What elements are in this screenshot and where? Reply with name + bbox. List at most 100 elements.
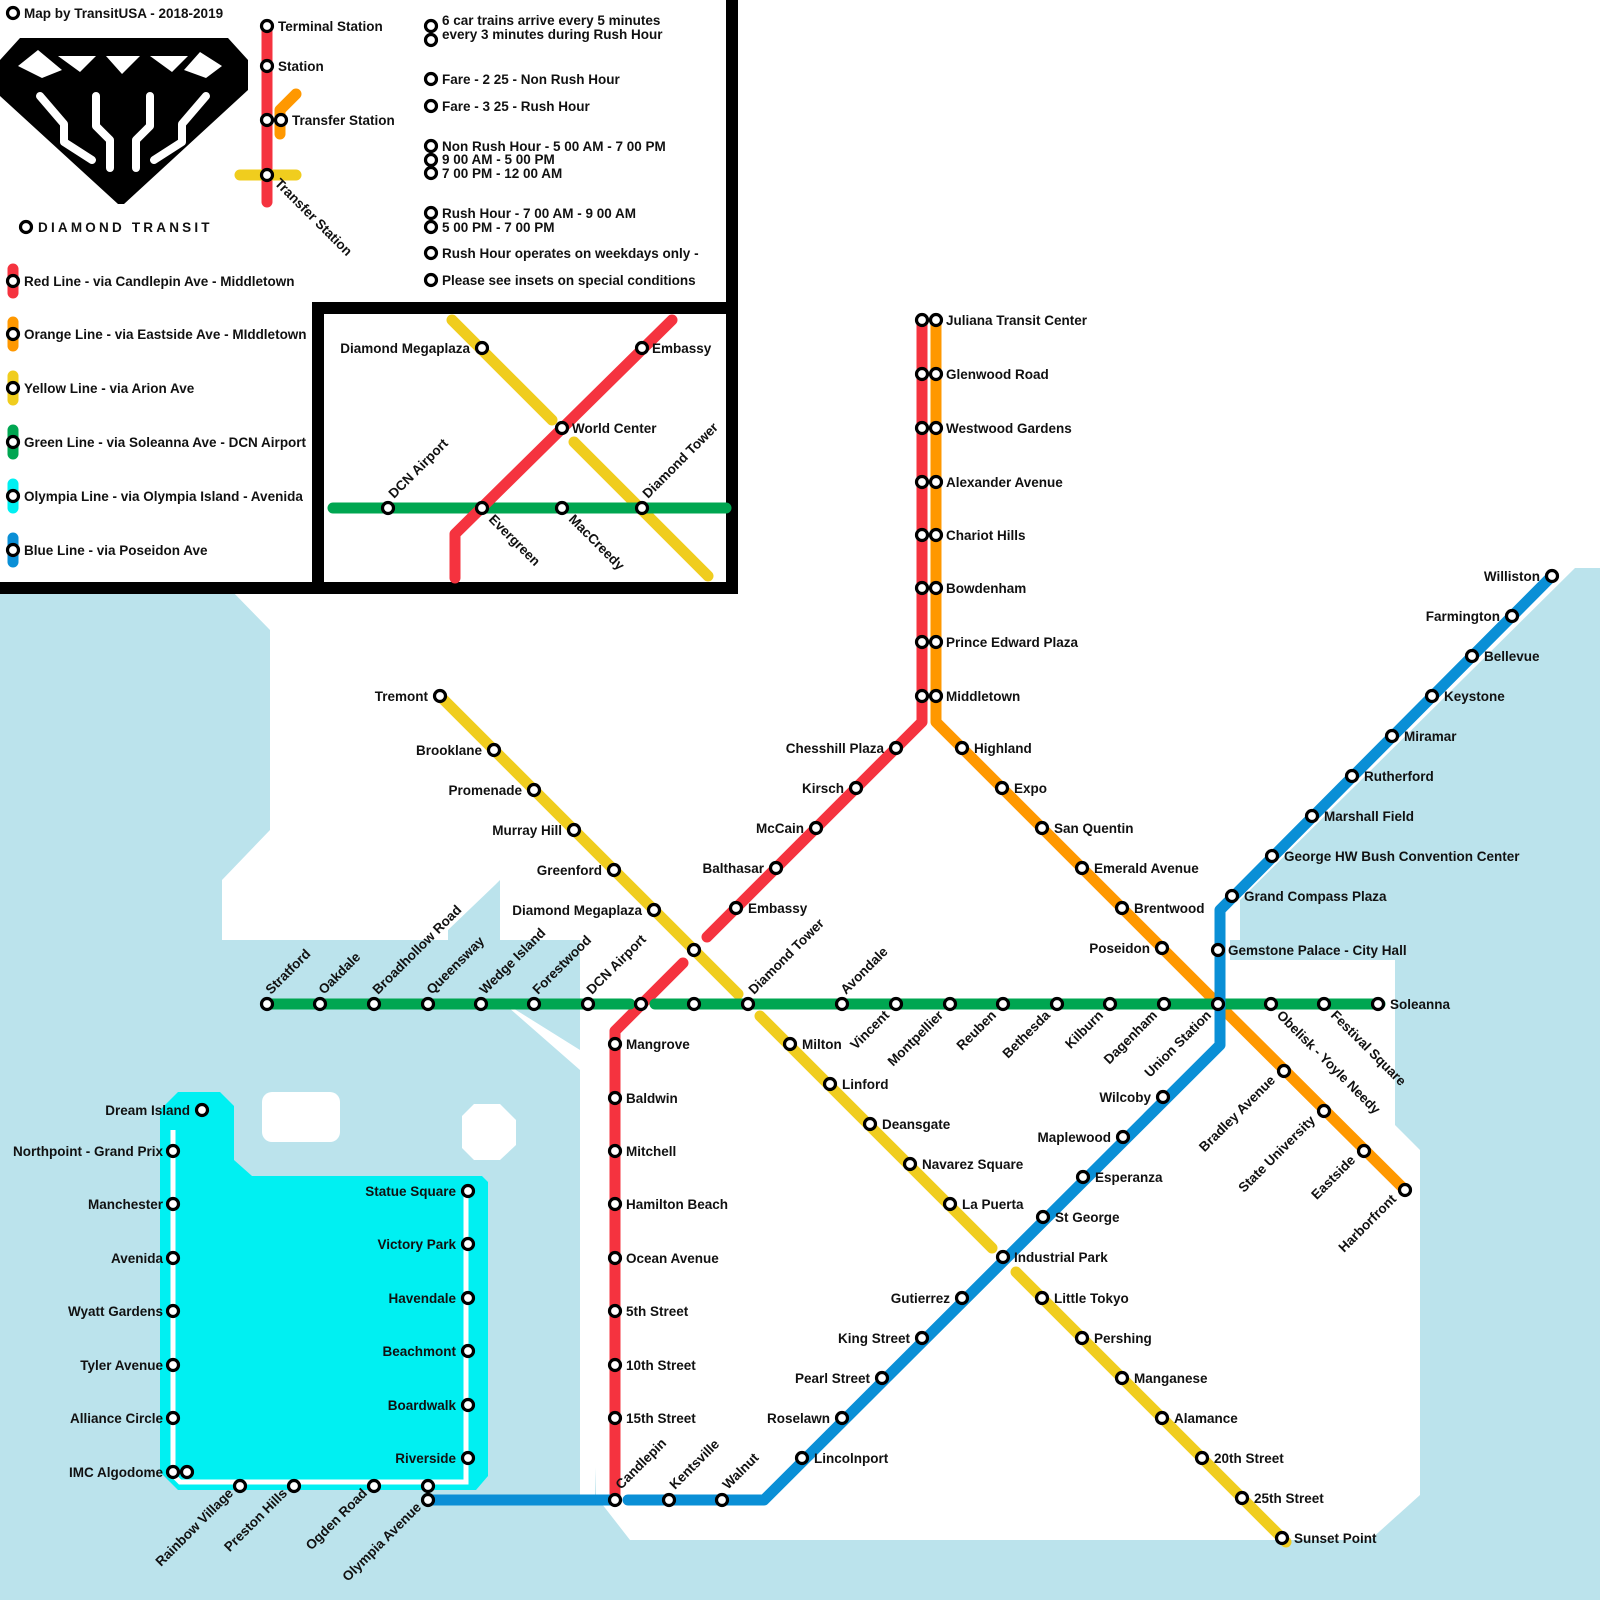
station[interactable] (580, 996, 596, 1012)
station[interactable] (165, 1464, 181, 1480)
station-transfer[interactable] (607, 1492, 623, 1508)
station-orange[interactable] (928, 366, 944, 382)
station[interactable] (1276, 1063, 1292, 1079)
station[interactable] (460, 1236, 476, 1252)
station[interactable] (432, 688, 448, 704)
station[interactable] (1356, 1143, 1372, 1159)
station[interactable] (834, 996, 850, 1012)
station[interactable] (1504, 608, 1520, 624)
station-orange[interactable] (928, 580, 944, 596)
station[interactable] (1263, 996, 1279, 1012)
inset-station[interactable] (474, 340, 490, 356)
station[interactable] (473, 996, 489, 1012)
inset-station[interactable] (634, 340, 650, 356)
station[interactable] (259, 996, 275, 1012)
station[interactable] (607, 1143, 623, 1159)
station[interactable] (808, 820, 824, 836)
station[interactable] (165, 1250, 181, 1266)
station[interactable] (1075, 1169, 1091, 1185)
station-red[interactable] (914, 688, 930, 704)
station[interactable] (232, 1478, 248, 1494)
station-red[interactable] (914, 420, 930, 436)
station[interactable] (486, 742, 502, 758)
station-red[interactable] (914, 580, 930, 596)
station[interactable] (165, 1357, 181, 1373)
station[interactable] (607, 1090, 623, 1106)
inset-station[interactable] (474, 500, 490, 516)
station-terminal[interactable] (194, 1102, 210, 1118)
station[interactable] (366, 1478, 382, 1494)
station[interactable] (460, 1290, 476, 1306)
station[interactable] (1115, 1129, 1131, 1145)
station[interactable] (1464, 648, 1480, 664)
station[interactable] (1074, 860, 1090, 876)
station[interactable] (1264, 848, 1280, 864)
station[interactable] (1304, 808, 1320, 824)
station[interactable] (460, 1343, 476, 1359)
station[interactable] (1114, 1370, 1130, 1386)
inset-station[interactable] (554, 420, 570, 436)
station-orange[interactable] (928, 634, 944, 650)
station[interactable] (1114, 900, 1130, 916)
station-orange[interactable] (928, 688, 944, 704)
station[interactable] (179, 1464, 195, 1480)
station[interactable] (526, 782, 542, 798)
station-transfer[interactable] (1210, 996, 1226, 1012)
station[interactable] (420, 996, 436, 1012)
station[interactable] (994, 780, 1010, 796)
station[interactable] (1154, 940, 1170, 956)
station[interactable] (1155, 1089, 1171, 1105)
station-orange[interactable] (928, 312, 944, 328)
station[interactable] (1316, 1103, 1332, 1119)
station[interactable] (646, 902, 662, 918)
station[interactable] (165, 1143, 181, 1159)
station[interactable] (1034, 1290, 1050, 1306)
station[interactable] (460, 1450, 476, 1466)
station[interactable] (848, 780, 864, 796)
station[interactable] (460, 1183, 476, 1199)
station[interactable] (1074, 1330, 1090, 1346)
station[interactable] (165, 1410, 181, 1426)
station[interactable] (874, 1370, 890, 1386)
station[interactable] (286, 1478, 302, 1494)
station[interactable] (1102, 996, 1118, 1012)
station[interactable] (1316, 996, 1332, 1012)
station-orange[interactable] (928, 420, 944, 436)
station[interactable] (1344, 768, 1360, 784)
station[interactable] (782, 1036, 798, 1052)
station[interactable] (1224, 888, 1240, 904)
station[interactable] (942, 996, 958, 1012)
inset-station[interactable] (554, 500, 570, 516)
station[interactable] (165, 1196, 181, 1212)
station[interactable] (942, 1196, 958, 1212)
station[interactable] (822, 1076, 838, 1092)
station[interactable] (995, 996, 1011, 1012)
station[interactable] (1035, 1209, 1051, 1225)
station-transfer[interactable] (686, 942, 702, 958)
station[interactable] (914, 1330, 930, 1346)
station[interactable] (686, 996, 702, 1012)
station[interactable] (768, 860, 784, 876)
station-orange[interactable] (928, 474, 944, 490)
station-red[interactable] (914, 474, 930, 490)
station-transfer[interactable] (740, 996, 756, 1012)
station[interactable] (862, 1116, 878, 1132)
station[interactable] (366, 996, 382, 1012)
station[interactable] (1210, 942, 1226, 958)
station[interactable] (1034, 820, 1050, 836)
station[interactable] (1049, 996, 1065, 1012)
station[interactable] (1234, 1490, 1250, 1506)
station-red[interactable] (914, 527, 930, 543)
station[interactable] (954, 740, 970, 756)
station-red[interactable] (914, 312, 930, 328)
station[interactable] (566, 822, 582, 838)
station-transfer[interactable] (420, 1478, 436, 1494)
station[interactable] (902, 1156, 918, 1172)
station[interactable] (1397, 1182, 1413, 1198)
station-orange[interactable] (928, 527, 944, 543)
station[interactable] (607, 1410, 623, 1426)
station[interactable] (526, 996, 542, 1012)
station[interactable] (1154, 1410, 1170, 1426)
station[interactable] (954, 1290, 970, 1306)
station[interactable] (1194, 1450, 1210, 1466)
